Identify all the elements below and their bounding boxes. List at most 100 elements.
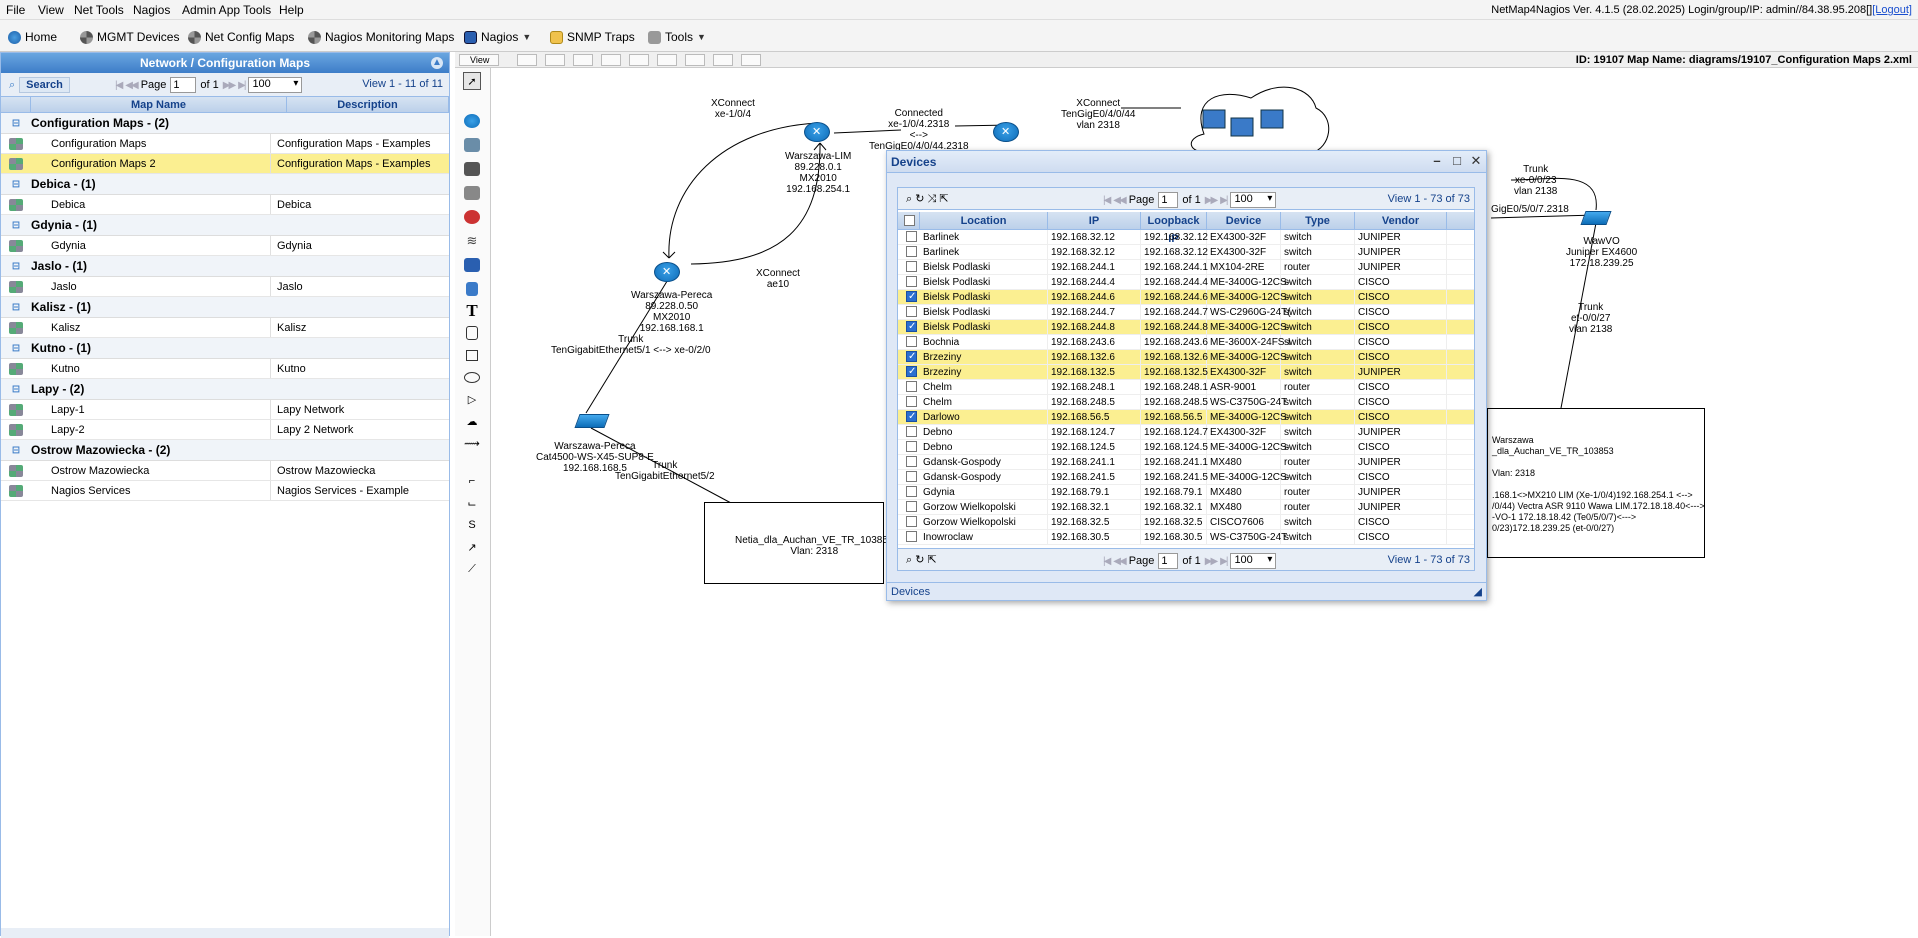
row-checkbox[interactable] (906, 381, 917, 392)
next-page-icon[interactable]: ▶▶ (1204, 555, 1218, 567)
row-checkbox[interactable] (906, 409, 917, 424)
link-connected[interactable] (833, 129, 902, 134)
monitor-tool[interactable] (463, 256, 481, 274)
page-size-select[interactable]: 100 (1230, 553, 1277, 569)
router-tool[interactable] (463, 112, 481, 130)
prev-page-icon[interactable]: ◀◀ (1113, 194, 1126, 206)
folder-button[interactable] (573, 54, 593, 66)
wireless-tool[interactable]: ≋ (463, 232, 481, 250)
row-checkbox[interactable] (906, 231, 917, 242)
first-page-icon[interactable]: |◀ (1103, 555, 1111, 567)
cable-tool[interactable]: ⟿ (463, 434, 481, 452)
rectangle-tool[interactable] (463, 346, 481, 364)
elbow-connector-tool[interactable]: ⌙ (463, 494, 481, 512)
header-loopback-ip[interactable]: Loopback IP (1141, 212, 1207, 245)
page-input[interactable] (1158, 192, 1179, 208)
text-tool[interactable]: T (463, 301, 481, 320)
ellipse-tool[interactable] (463, 368, 481, 386)
curve-connector-tool[interactable]: S (463, 516, 481, 534)
map-group[interactable]: ⊟Configuration Maps - (2) (1, 113, 449, 134)
row-checkbox[interactable] (906, 261, 917, 272)
first-page-icon[interactable]: |◀ (115, 79, 123, 91)
row-checkbox[interactable] (906, 471, 917, 482)
dialog-title-bar[interactable]: Devices – □ ✕ (887, 151, 1486, 173)
link-trunk-r2[interactable] (1560, 222, 1597, 409)
snmp-traps-button[interactable]: SNMP Traps (550, 28, 635, 46)
row-checkbox[interactable] (906, 289, 917, 304)
fit-button[interactable] (629, 54, 649, 66)
row-checkbox[interactable] (906, 319, 917, 334)
menu-view[interactable]: View (38, 3, 64, 17)
print-button[interactable] (685, 54, 705, 66)
switch-wawvo[interactable] (1580, 211, 1612, 225)
row-checkbox[interactable] (906, 486, 917, 497)
device-row[interactable]: Darlowo192.168.56.5192.168.56.5ME-3400G-… (898, 409, 1474, 425)
row-checkbox[interactable] (906, 246, 917, 257)
row-checkbox[interactable] (906, 396, 917, 407)
minimize-icon[interactable]: – (1433, 153, 1441, 168)
header-type[interactable]: Type (1281, 212, 1355, 229)
device-row[interactable]: Bielsk Podlaski192.168.244.6192.168.244.… (898, 289, 1474, 305)
cloud-tool[interactable]: ☁ (463, 412, 481, 430)
header-vendor[interactable]: Vendor (1355, 212, 1447, 229)
line-tool[interactable]: ⟋ (463, 560, 481, 578)
row-checkbox[interactable] (906, 426, 917, 437)
select-all-checkbox[interactable] (898, 212, 920, 229)
expand-icon[interactable]: ⊟ (11, 301, 21, 313)
map-group[interactable]: ⊟Kutno - (1) (1, 338, 449, 359)
view-button[interactable]: View (459, 54, 499, 66)
row-checkbox[interactable] (906, 276, 917, 287)
settings-button[interactable] (657, 54, 677, 66)
header-location[interactable]: Location (920, 212, 1048, 229)
map-group[interactable]: ⊟Lapy - (2) (1, 379, 449, 400)
tools-button[interactable]: Tools▼ (648, 28, 706, 46)
map-group[interactable]: ⊟Jaslo - (1) (1, 256, 449, 277)
search-icon[interactable]: ⌕ ↻ ⇱ (906, 554, 937, 566)
link-xconnect-ae10[interactable] (690, 142, 821, 265)
expand-icon[interactable]: ⊟ (11, 383, 21, 395)
collapse-icon[interactable]: ▲ (431, 57, 443, 69)
row-checkbox[interactable] (906, 336, 917, 347)
prev-page-icon[interactable]: ◀◀ (1113, 555, 1126, 567)
orthogonal-connector-tool[interactable]: ⌐ (463, 472, 481, 490)
save-button[interactable] (545, 54, 565, 66)
export-button[interactable] (713, 54, 733, 66)
server-tool[interactable] (463, 160, 481, 178)
note-tool[interactable] (463, 324, 481, 342)
last-page-icon[interactable]: ▶| (1220, 194, 1228, 206)
open-button[interactable] (517, 54, 537, 66)
switch-tool[interactable] (463, 136, 481, 154)
row-checkbox[interactable] (906, 306, 917, 317)
search-button[interactable]: ⌕Search (9, 77, 70, 93)
menu-admin-app-tools[interactable]: Admin App Tools (182, 3, 272, 17)
external-button[interactable] (741, 54, 761, 66)
map-canvas[interactable]: XConnect xe-1/0/4 Connected xe-1/0/4.231… (491, 68, 1918, 936)
next-page-icon[interactable]: ▶▶ (1204, 194, 1218, 206)
switch-warszawa-pereca[interactable] (574, 414, 610, 428)
row-checkbox[interactable] (906, 364, 917, 379)
mgmt-devices-button[interactable]: MGMT Devices (80, 28, 179, 46)
copy-button[interactable] (601, 54, 621, 66)
pointer-tool[interactable]: ➚ (463, 72, 481, 90)
expand-icon[interactable]: ⊟ (11, 260, 21, 272)
row-checkbox[interactable] (906, 516, 917, 527)
home-button[interactable]: Home (8, 28, 57, 46)
menu-nagios[interactable]: Nagios (133, 3, 171, 17)
expand-icon[interactable]: ⊟ (11, 444, 21, 456)
page-size-select[interactable]: 100 (1230, 192, 1277, 208)
